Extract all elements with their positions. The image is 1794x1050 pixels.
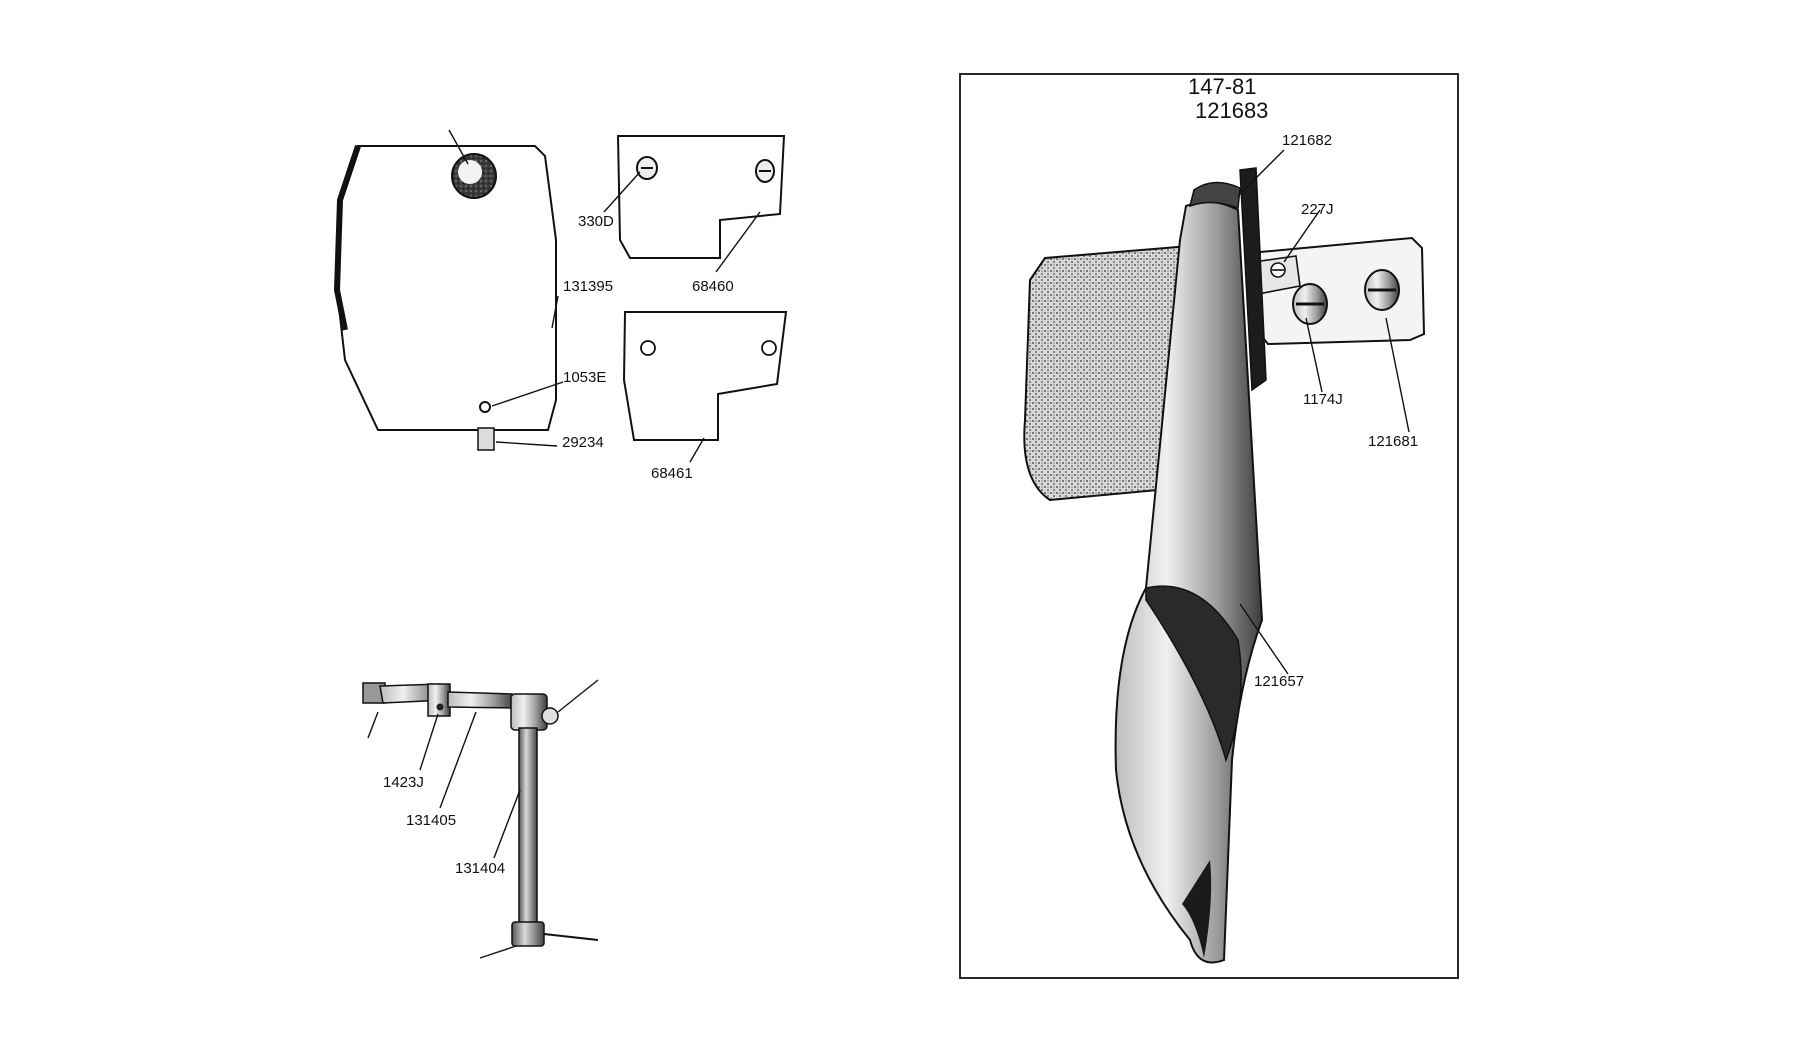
part-label-1053e: 1053E [563, 369, 606, 386]
part-label-131405: 131405 [406, 812, 456, 829]
panel-title-line-2: 121683 [1195, 98, 1268, 123]
cover-illustration [337, 130, 556, 450]
part-label-1174j: 1174J [1303, 391, 1343, 408]
part-label-68461: 68461 [651, 465, 693, 482]
bracket-assembly-illustration [363, 680, 598, 958]
part-label-121681: 121681 [1368, 433, 1418, 450]
part-label-121682: 121682 [1282, 132, 1332, 149]
part-label-121657: 121657 [1254, 673, 1304, 690]
part-label-227j: 227J [1301, 201, 1334, 218]
part-label-29234: 29234 [562, 434, 604, 451]
part-label-330d: 330D [578, 213, 614, 230]
part-label-131395: 131395 [563, 278, 613, 295]
top-left-leaders [492, 172, 760, 462]
part-label-68460: 68460 [692, 278, 734, 295]
upper-plate-illustration [618, 136, 784, 258]
lower-plate-illustration [624, 312, 786, 440]
part-label-131404: 131404 [455, 860, 505, 877]
part-label-1423j: 1423J [383, 774, 424, 791]
panel-title-line-1: 147-81 [1188, 74, 1257, 99]
